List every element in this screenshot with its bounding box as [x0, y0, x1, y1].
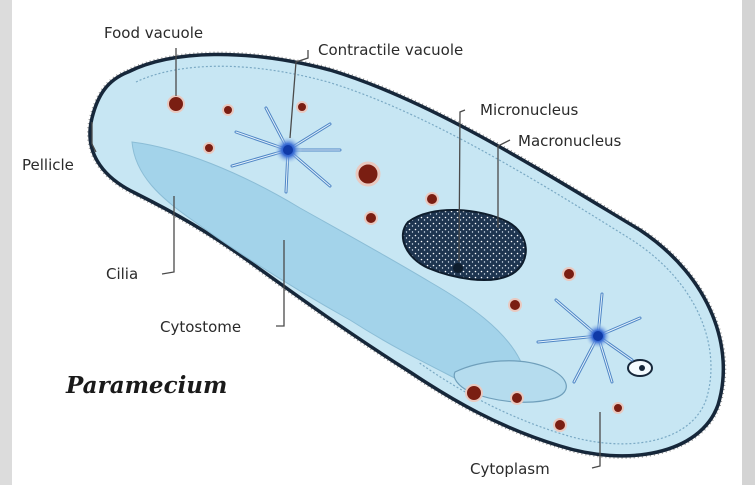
food-vacuole-dot [204, 143, 214, 153]
diagram-title: Paramecium [65, 372, 227, 399]
food-vacuole-dot [466, 385, 482, 401]
label-macronucleus: Macronucleus [518, 132, 622, 150]
food-vacuole-dot [613, 403, 623, 413]
label-food-vacuole: Food vacuole [104, 24, 203, 42]
micronucleus [453, 263, 463, 273]
food-vacuole-dot [426, 193, 438, 205]
food-vacuole-dot [554, 419, 566, 431]
food-vacuole-dot [509, 299, 521, 311]
food-vacuole-dot [223, 105, 233, 115]
label-cytoplasm: Cytoplasm [470, 460, 550, 478]
food-vacuole-dot [511, 392, 523, 404]
food-vacuole-dot [168, 96, 184, 112]
food-vacuole-dot [365, 212, 377, 224]
label-contractile-vacuole: Contractile vacuole [318, 41, 463, 59]
anal-pore-center [639, 365, 645, 371]
food-vacuole-dot [297, 102, 307, 112]
label-pellicle: Pellicle [22, 156, 74, 174]
food-vacuole-dot [563, 268, 575, 280]
left-frame-edge [0, 0, 12, 485]
food-vacuole-dot [357, 163, 379, 185]
label-micronucleus: Micronucleus [480, 101, 579, 119]
label-cilia: Cilia [106, 265, 138, 283]
label-cytostome: Cytostome [160, 318, 241, 336]
right-frame-edge [742, 0, 755, 485]
